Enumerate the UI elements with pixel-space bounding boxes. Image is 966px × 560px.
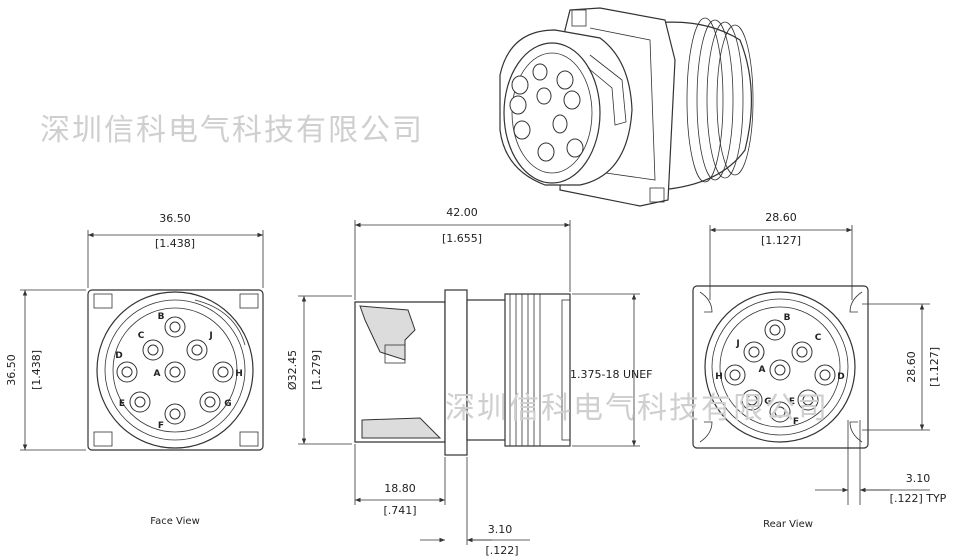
face-pin-label-h: H <box>235 369 243 379</box>
rear-pin-label-f: F <box>793 417 799 427</box>
face-pin-label-d: D <box>115 351 122 361</box>
rear-pin-socket-f <box>774 406 786 418</box>
rear-view-caption: Rear View <box>763 519 813 530</box>
face-height-in: [1.438] <box>30 350 43 390</box>
face-pin-socket-c <box>147 344 159 356</box>
face-pin-group: A B C D E F G H J <box>115 312 243 431</box>
face-pin-socket-a <box>169 366 181 378</box>
rear-height-mm: 28.60 <box>905 351 918 383</box>
rear-height-in: [1.127] <box>928 347 941 387</box>
rear-width-in: [1.127] <box>761 234 801 247</box>
rear-pin-socket-j <box>748 346 760 358</box>
face-pin-label-g: G <box>224 399 231 409</box>
rear-slot-in: [.122] TYP <box>890 492 947 505</box>
rear-pin-socket-d <box>819 369 831 381</box>
face-pin-socket-b <box>169 321 181 333</box>
face-pin-socket-g <box>204 396 216 408</box>
side-front-in: [.741] <box>383 504 416 517</box>
face-pin-label-a: A <box>154 369 161 379</box>
rear-pin-socket-g <box>746 394 758 406</box>
face-pin-socket-e <box>134 396 146 408</box>
rear-slot-mm: 3.10 <box>906 472 931 485</box>
face-width-in: [1.438] <box>155 237 195 250</box>
face-pin-socket-f <box>169 408 181 420</box>
side-view <box>354 289 571 456</box>
rear-pin-socket-e <box>802 394 814 406</box>
watermark-top: 深圳信科电气科技有限公司 <box>40 113 424 148</box>
watermark-bottom: 深圳信科电气科技有限公司 <box>445 391 829 426</box>
rear-pin-label-g: G <box>764 397 771 407</box>
rear-pin-label-b: B <box>784 313 791 323</box>
face-view: A B C D E F G H J <box>87 289 264 451</box>
face-view-caption: Face View <box>150 516 200 527</box>
rear-pin-label-d: D <box>837 372 844 382</box>
rear-pin-socket-h <box>729 369 741 381</box>
isometric-view <box>499 7 754 207</box>
face-pin-label-e: E <box>119 399 125 409</box>
face-pin-label-f: F <box>158 421 164 431</box>
rear-pin-group: A B C D EF G H J <box>715 313 845 427</box>
rear-width-mm: 28.60 <box>765 211 797 224</box>
rear-pin-socket-b <box>769 324 781 336</box>
rear-pin-socket-a <box>774 364 786 376</box>
side-flange-mm: 3.10 <box>488 523 513 536</box>
face-pin-socket-j <box>191 344 203 356</box>
face-pin-label-c: C <box>138 331 145 341</box>
side-front-mm: 18.80 <box>384 482 416 495</box>
rear-pin-label-a: A <box>759 365 766 375</box>
side-length-in: [1.655] <box>442 232 482 245</box>
face-pin-socket-h <box>217 366 229 378</box>
side-thread: 1.375-18 UNEF <box>570 368 653 381</box>
rear-pin-label-h: H <box>715 372 723 382</box>
rear-pin-label-e: E <box>789 397 795 407</box>
rear-pin-label-j: J <box>735 339 739 349</box>
side-length-mm: 42.00 <box>446 206 478 219</box>
rear-view: A B C D EF G H J <box>692 285 869 505</box>
rear-pin-socket-c <box>796 346 808 358</box>
side-diameter-mm: Ø32.45 <box>286 350 299 390</box>
face-pin-label-b: B <box>158 312 165 322</box>
side-flange-in: [.122] <box>485 544 518 557</box>
side-diameter-in: [1.279] <box>310 350 323 390</box>
face-pin-socket-d <box>121 366 133 378</box>
dimension-lines <box>20 220 930 545</box>
face-height-mm: 36.50 <box>5 354 18 386</box>
face-pin-label-j: J <box>208 331 212 341</box>
rear-pin-label-c: C <box>815 333 822 343</box>
face-width-mm: 36.50 <box>159 212 191 225</box>
